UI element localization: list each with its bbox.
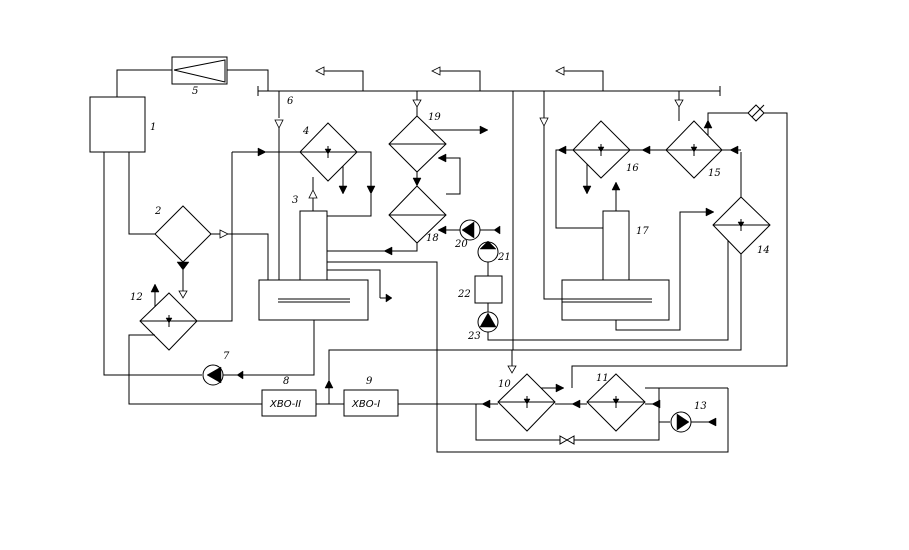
branch-6: 6 bbox=[274, 91, 294, 280]
label-15: 15 bbox=[708, 168, 721, 179]
heat-exchanger-16: 16 bbox=[555, 120, 666, 229]
label-21: 21 bbox=[497, 252, 511, 263]
heat-exchanger-4: 4 bbox=[232, 122, 376, 217]
label-11: 11 bbox=[596, 373, 609, 384]
label-9: 9 bbox=[366, 376, 373, 387]
water-treatment-xvo-2: ХВО-II 8 bbox=[261, 376, 317, 417]
label-5: 5 bbox=[192, 86, 198, 97]
label-2: 2 bbox=[154, 206, 161, 217]
pump-23: 23 bbox=[467, 225, 729, 342]
heat-exchanger-12: 12 bbox=[128, 234, 262, 405]
separator-2: 2 bbox=[128, 152, 269, 299]
label-22: 22 bbox=[457, 289, 471, 300]
label-6: 6 bbox=[287, 96, 294, 107]
label-12: 12 bbox=[130, 292, 143, 303]
label-23: 23 bbox=[467, 331, 481, 342]
right-section-piping bbox=[512, 91, 684, 350]
heat-exchanger-15: 15 bbox=[665, 112, 748, 179]
label-8: 8 bbox=[283, 376, 289, 387]
pump-7: 7 bbox=[103, 152, 315, 386]
heat-exchanger-18: 18 bbox=[327, 185, 729, 453]
pump-20: 20 bbox=[454, 219, 501, 250]
pump-21: 21 bbox=[477, 240, 511, 276]
pump-13: 13 bbox=[659, 401, 717, 433]
label-16: 16 bbox=[626, 163, 639, 174]
heat-exchanger-11: 11 bbox=[555, 112, 788, 432]
superheater-5: 5 bbox=[116, 56, 269, 97]
deaerator-17: 17 bbox=[561, 181, 715, 331]
check-valve-right bbox=[747, 104, 765, 122]
label-19: 19 bbox=[428, 112, 441, 123]
heat-exchanger-10: 10 bbox=[475, 350, 565, 441]
heat-exchanger-14: 14 bbox=[712, 196, 771, 256]
tank-22: 22 bbox=[457, 275, 503, 312]
heat-exchanger-19: 19 bbox=[388, 91, 489, 195]
steam-header bbox=[257, 66, 721, 96]
label-20: 20 bbox=[454, 239, 468, 250]
label-18: 18 bbox=[426, 233, 439, 244]
label-3: 3 bbox=[292, 195, 298, 206]
label-4: 4 bbox=[302, 126, 309, 137]
label-10: 10 bbox=[498, 379, 511, 390]
label-7: 7 bbox=[223, 351, 230, 362]
label-17: 17 bbox=[636, 226, 649, 237]
boiler-1: 1 bbox=[89, 96, 156, 153]
deaerator-3: 3 bbox=[258, 177, 369, 321]
label-13: 13 bbox=[694, 401, 707, 412]
label-1: 1 bbox=[150, 122, 156, 133]
xvo1-label: ХВО-I bbox=[351, 399, 380, 410]
xvo2-label: ХВО-II bbox=[269, 399, 301, 410]
label-14: 14 bbox=[757, 245, 770, 256]
